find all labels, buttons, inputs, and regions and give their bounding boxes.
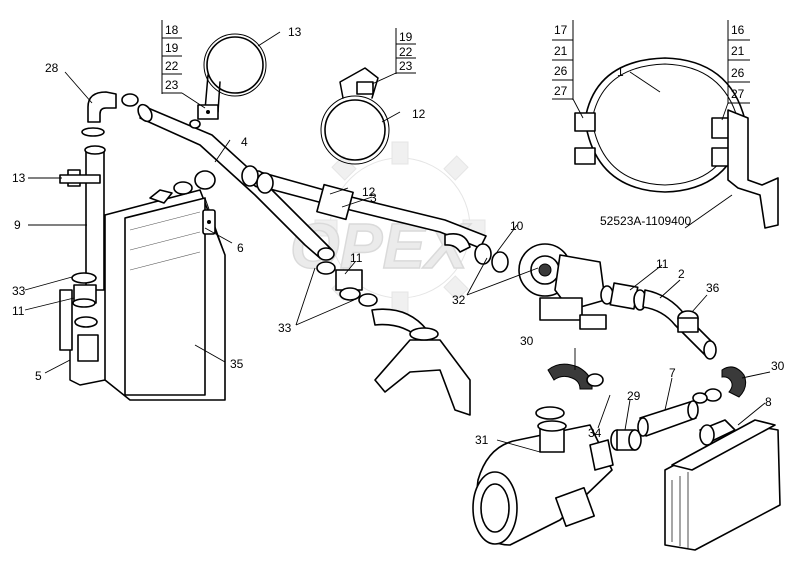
label-3: 3: [370, 191, 377, 205]
stack-support-left-item: 17: [554, 23, 568, 37]
part-labels: 28 13 4 12 12 3 1 13 9 6 33 11 5 35 33 1…: [12, 25, 785, 447]
label-4: 4: [241, 135, 248, 149]
label-10: 10: [510, 219, 524, 233]
part-number-label: 52523A-1109400: [600, 214, 692, 228]
label-33-left: 33: [12, 284, 26, 298]
label-35: 35: [230, 357, 244, 371]
leader-lines: [24, 31, 771, 453]
label-30-right: 30: [771, 359, 785, 373]
label-32: 32: [452, 293, 466, 307]
pipe-9: [59, 145, 106, 291]
pipe-7: [637, 400, 699, 437]
label-28: 28: [45, 61, 59, 75]
label-12-pipe: 12: [362, 185, 376, 199]
connector-11-right: [600, 282, 647, 311]
clamp-detail-13: [197, 33, 267, 120]
stack-clamp13-item: 23: [165, 78, 179, 92]
sleeve-29: [610, 429, 642, 451]
air-filter-31: [472, 420, 614, 546]
label-11-mid: 11: [350, 251, 363, 265]
label-11-right: 11: [656, 257, 669, 271]
label-33-mid: 33: [278, 321, 292, 335]
stack-support-right-item: 27: [731, 87, 745, 101]
label-6: 6: [237, 241, 244, 255]
stack-clamp13-item: 18: [165, 23, 179, 37]
support-detail-1: [574, 57, 779, 229]
stack-clamp12-item: 23: [399, 59, 413, 73]
label-8: 8: [765, 395, 772, 409]
stack-clamp12: 19 22 23: [371, 28, 416, 85]
hose-clamps-upper: [121, 93, 274, 195]
label-1: 1: [617, 65, 624, 79]
stack-support-right-item: 21: [731, 44, 745, 58]
stack-support-right: 16 21 26 27: [721, 20, 750, 121]
label-30-left: 30: [520, 334, 534, 348]
label-29: 29: [627, 389, 641, 403]
label-31: 31: [475, 433, 489, 447]
stack-clamp12-item: 22: [399, 45, 413, 59]
clamp-34: [535, 406, 565, 420]
turbocharger: [444, 233, 607, 330]
stack-clamp13-item: 22: [165, 59, 179, 73]
connector-lower-left: [59, 272, 99, 362]
elbow-30-left: [547, 363, 604, 390]
elbow-28: [81, 91, 117, 137]
stack-clamp12-item: 19: [399, 30, 413, 44]
label-9: 9: [14, 218, 21, 232]
stack-support-right-item: 16: [731, 23, 745, 37]
stack-support-left-item: 26: [554, 64, 568, 78]
stack-support-right-item: 26: [731, 66, 745, 80]
stack-support-left-item: 27: [554, 84, 568, 98]
label-7: 7: [669, 366, 676, 380]
label-2: 2: [678, 267, 685, 281]
stack-clamp13: 18 19 22 23: [161, 20, 206, 109]
label-12-top: 12: [412, 107, 426, 121]
label-13-top: 13: [288, 25, 302, 39]
stack-support-left-item: 21: [554, 44, 568, 58]
label-5: 5: [35, 369, 42, 383]
elbow-30-right: [692, 366, 747, 404]
stack-support-left: 17 21 26 27: [552, 20, 584, 119]
label-36: 36: [706, 281, 720, 295]
label-34: 34: [588, 426, 602, 440]
label-13-left: 13: [12, 171, 26, 185]
connector-11-middle: [316, 261, 471, 416]
clamp-detail-12: [320, 67, 390, 165]
cap-36: [677, 310, 699, 333]
intercooler-8: [664, 419, 781, 551]
stack-clamp13-item: 19: [165, 41, 179, 55]
label-11-left: 11: [12, 304, 25, 318]
radiator-35: [69, 189, 226, 401]
